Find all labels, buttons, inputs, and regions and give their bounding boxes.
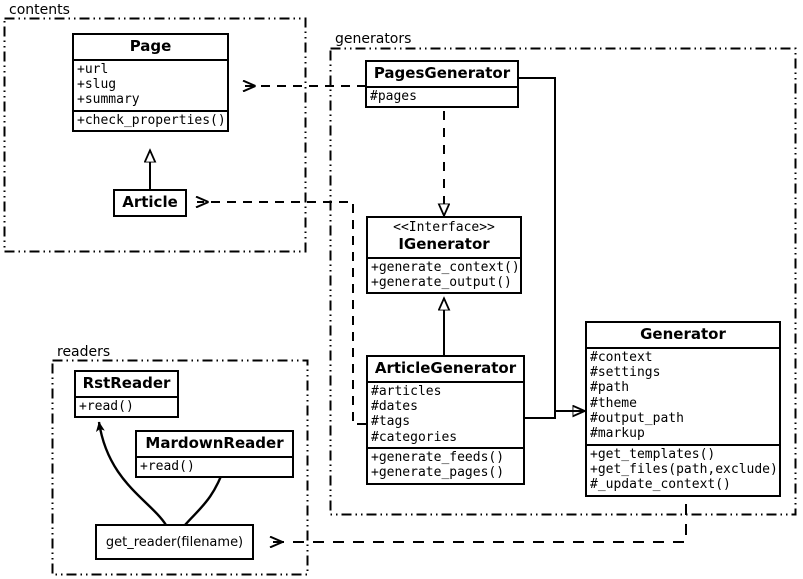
class-name-pagesgenerator: PagesGenerator	[373, 64, 511, 82]
class-attributes-articlegenerator: #articles #dates #tags #categories	[368, 383, 523, 447]
class-method: +generate_feeds()	[371, 450, 505, 466]
class-attribute: +summary	[77, 92, 140, 108]
class-separator	[368, 447, 523, 450]
class-box-page[interactable]: Page +url +slug +summary +check_properti…	[72, 33, 229, 133]
class-name-label: IGenerator	[398, 234, 490, 253]
package-label-generators: generators	[332, 32, 415, 46]
class-name-igenerator: <<Interface>> IGenerator	[368, 218, 520, 257]
class-separator	[587, 443, 779, 446]
connector-pagesgenerator-extends-generator	[519, 77, 585, 411]
class-attribute: #settings	[590, 365, 661, 381]
class-attribute: +url	[77, 61, 109, 77]
class-attribute: #tags	[371, 414, 411, 430]
class-separator	[76, 395, 177, 398]
class-box-rstreader[interactable]: RstReader +read()	[74, 370, 179, 419]
class-box-mardownreader[interactable]: MardownReader +read()	[135, 430, 294, 479]
class-method: +read()	[140, 458, 195, 474]
class-method: +generate_pages()	[371, 465, 505, 481]
class-box-article[interactable]: Article	[113, 189, 187, 217]
class-separator	[74, 58, 227, 61]
class-separator	[367, 85, 517, 88]
class-method: +generate_output()	[371, 275, 512, 291]
class-methods-igenerator: +generate_context() +generate_output()	[368, 259, 520, 293]
connector-articlegenerator-uses-article	[197, 202, 366, 425]
class-attribute: #categories	[371, 429, 458, 445]
class-attribute: #pages	[370, 88, 417, 104]
class-attribute: #theme	[590, 395, 637, 411]
class-attributes-generator: #context #settings #path #theme #output_…	[587, 349, 779, 444]
connector-generator-uses-getreader	[271, 504, 687, 542]
class-box-articlegenerator[interactable]: ArticleGenerator #articles #dates #tags …	[366, 355, 525, 485]
class-separator	[74, 109, 227, 112]
class-attributes-pagesgenerator: #pages	[367, 88, 517, 106]
class-method: +check_properties()	[77, 112, 226, 128]
class-method: #_update_context()	[590, 477, 731, 493]
connector-articlegenerator-extends-generator	[525, 410, 585, 419]
function-box-get-reader[interactable]: get_reader(filename)	[95, 524, 254, 560]
class-method: +generate_context()	[371, 259, 520, 275]
class-stereotype-igenerator: <<Interface>>	[393, 220, 495, 235]
class-attribute: #path	[590, 380, 630, 396]
class-methods-page: +check_properties()	[74, 112, 227, 130]
class-method: +get_files(path,exclude)	[590, 462, 778, 478]
class-attribute: #articles	[371, 383, 442, 399]
class-separator	[368, 256, 520, 259]
class-separator	[137, 455, 292, 458]
class-name-rstreader: RstReader	[82, 374, 171, 392]
function-name-get-reader: get_reader(filename)	[105, 534, 244, 550]
class-method: +get_templates()	[590, 446, 716, 462]
package-label-contents: contents	[6, 3, 73, 17]
class-name-mardownreader: MardownReader	[145, 434, 284, 452]
class-attribute: +slug	[77, 77, 117, 93]
class-attribute: #output_path	[590, 411, 684, 427]
package-label-readers: readers	[54, 345, 114, 359]
class-box-igenerator[interactable]: <<Interface>> IGenerator +generate_conte…	[366, 216, 522, 295]
class-attribute: #dates	[371, 399, 418, 415]
class-name-generator: Generator	[640, 325, 726, 343]
class-separator	[368, 380, 523, 383]
class-name-article: Article	[122, 193, 178, 211]
class-attribute: #markup	[590, 426, 645, 442]
class-method: +read()	[79, 398, 134, 414]
class-box-pagesgenerator[interactable]: PagesGenerator #pages	[365, 60, 519, 109]
class-box-generator[interactable]: Generator #context #settings #path #them…	[585, 321, 781, 497]
class-name-page: Page	[129, 37, 172, 55]
class-methods-articlegenerator: +generate_feeds() +generate_pages()	[368, 449, 523, 483]
class-methods-generator: +get_templates() +get_files(path,exclude…	[587, 446, 779, 495]
class-attribute: #context	[590, 349, 653, 365]
class-attributes-page: +url +slug +summary	[74, 61, 227, 110]
class-separator	[587, 346, 779, 349]
class-methods-mardownreader: +read()	[137, 458, 292, 476]
class-methods-rstreader: +read()	[76, 398, 177, 416]
class-name-articlegenerator: ArticleGenerator	[374, 359, 517, 377]
